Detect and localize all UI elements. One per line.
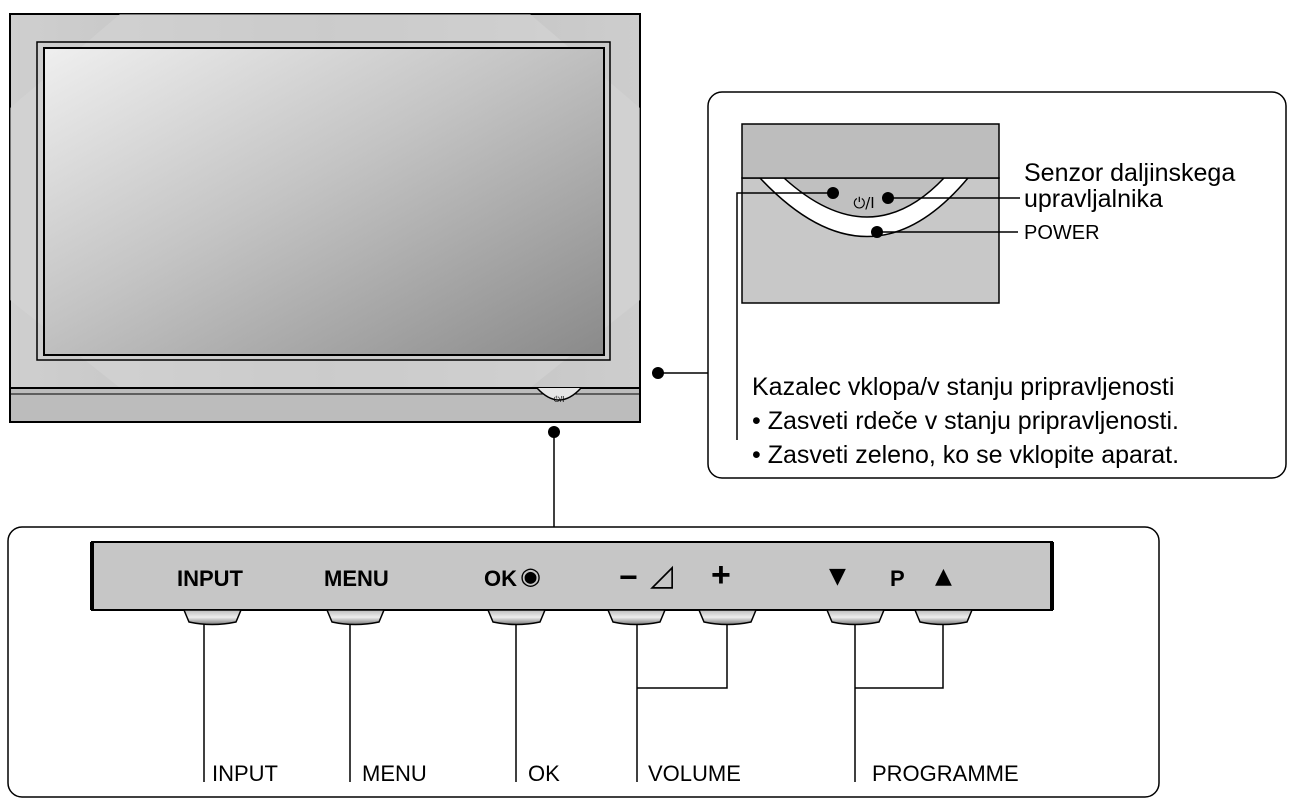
programme-up-icon: ▲: [935, 564, 952, 589]
physical-buttons: [182, 609, 974, 626]
tv-power-badge-text: ⏻/I: [554, 395, 565, 404]
key-programme-p: P: [890, 566, 905, 591]
ok-physical-button: [486, 609, 547, 626]
key-input: INPUT: [177, 566, 243, 591]
panel-symbol: ⏻/I: [853, 194, 874, 212]
indicator-bullet-green: • Zasveti zeleno, ko se vklopite aparat.: [752, 441, 1180, 469]
button-leader-lines: [203, 624, 944, 782]
prog-down-physical-button: [825, 609, 886, 626]
volume-minus-icon: −: [619, 559, 638, 595]
tv-power-badge: [536, 387, 582, 401]
label-programme: PROGRAMME: [872, 761, 1019, 786]
menu-physical-button: [325, 609, 386, 626]
vol-plus-physical-button: [697, 609, 758, 626]
vol-minus-physical-button: [606, 609, 667, 626]
label-menu: MENU: [362, 761, 427, 786]
sensor-label-line1: Senzor daljinskega: [1024, 159, 1236, 187]
sensor-label-line2: upravljalnika: [1024, 185, 1163, 213]
volume-ramp-icon: ◿: [650, 558, 674, 593]
tv-frame-inner: [36, 41, 611, 361]
volume-plus-icon: +: [711, 556, 731, 594]
indicator-title: Kazalec vklopa/v stanju pripravljenosti: [752, 373, 1175, 401]
power-label: POWER: [1024, 222, 1100, 244]
prog-up-physical-button: [913, 609, 974, 626]
control-panel-strip: [91, 541, 1053, 611]
panel-detail: ⏻/I: [736, 123, 1020, 440]
label-ok: OK: [528, 761, 560, 786]
key-ok: OK: [484, 566, 517, 591]
tv-set: ⏻/I: [9, 13, 641, 423]
panel-detail-upper: [741, 123, 1000, 179]
programme-down-icon: ▼: [829, 564, 846, 589]
key-menu: MENU: [324, 566, 389, 591]
label-input: INPUT: [212, 761, 278, 786]
label-volume: VOLUME: [648, 761, 741, 786]
ok-circle-icon: ◉: [520, 562, 541, 590]
tv-screen: [43, 47, 605, 356]
indicator-bullet-red: • Zasveti rdeče v stanju pripravljenosti…: [752, 407, 1179, 435]
input-physical-button: [182, 609, 243, 626]
panel-arc-inner: [782, 177, 946, 218]
